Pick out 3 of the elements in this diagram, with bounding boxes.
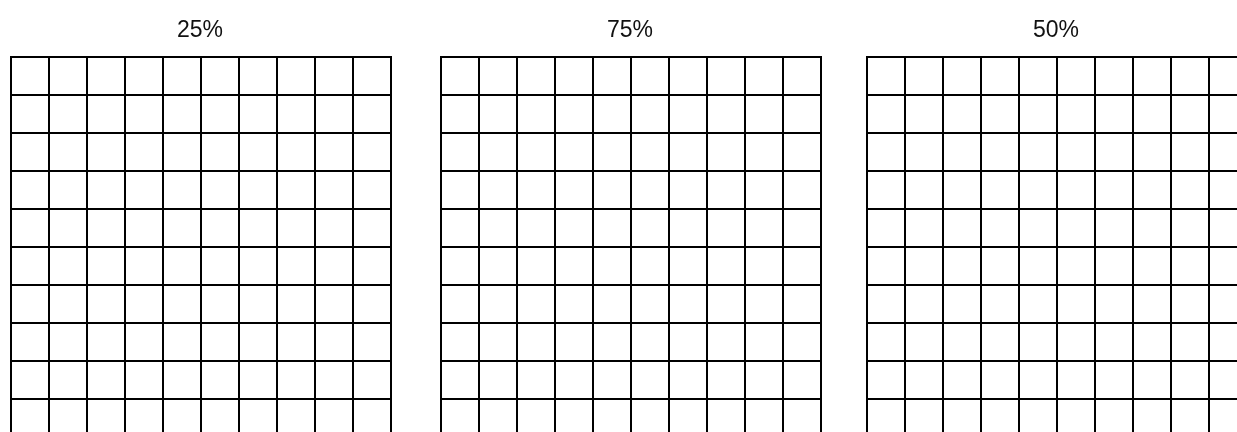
percent-heading: 50% [1031, 16, 1080, 43]
percent-heading: 75% [605, 16, 654, 43]
percent-heading: 25% [175, 16, 224, 43]
